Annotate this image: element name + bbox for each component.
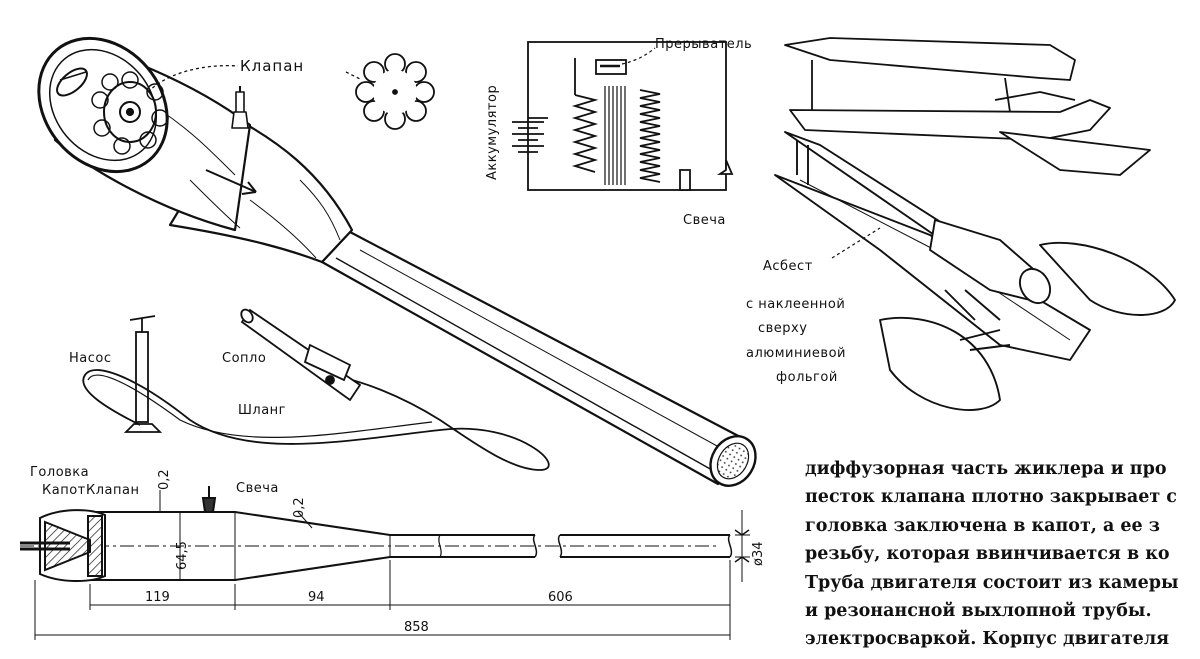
label-valve-drawing: Клапан	[86, 483, 139, 498]
dim-pipe-length: 606	[548, 590, 573, 605]
article-line: и резонансной выхлопной трубы.	[805, 601, 1152, 622]
article-line: головка заключена в капот, а ее з	[805, 515, 1160, 536]
article-text: диффузорная часть жиклера и про песток к…	[805, 455, 1200, 659]
label-valve: Клапан	[240, 57, 304, 75]
svg-text:алюминиевой: алюминиевой	[746, 346, 846, 361]
dim-chamber-length: 119	[145, 590, 170, 605]
svg-text:с наклеенной: с наклеенной	[746, 297, 845, 312]
article-line: диффузорная часть жиклера и про	[805, 459, 1167, 479]
svg-text:сверху: сверху	[758, 321, 807, 336]
hydroplane	[774, 131, 1176, 411]
label-hose: Шланг	[238, 403, 286, 418]
dim-total-length: 858	[404, 620, 429, 635]
engine-side-view	[20, 486, 733, 583]
spark-plug-body	[231, 111, 249, 129]
dim-wall-2: 0,2	[292, 497, 307, 518]
label-spark-plug: Свеча	[683, 213, 726, 228]
label-pump: Насос	[69, 351, 112, 366]
dimension-lines	[34, 490, 750, 640]
engine-cutaway	[37, 36, 757, 487]
label-hood: Капот	[42, 483, 86, 498]
svg-text:Асбест: Асбест	[763, 259, 813, 274]
dim-wall-1: 0,2	[157, 469, 172, 490]
label-spark-plug-drawing: Свеча	[236, 481, 279, 496]
boat-on-stand	[784, 37, 1151, 176]
article-line: песток клапана плотно закрывает с	[805, 487, 1177, 508]
label-nozzle: Сопло	[222, 351, 266, 366]
svg-text:фольгой: фольгой	[776, 370, 838, 385]
dim-diffuser-length: 94	[308, 590, 325, 605]
article-line: Труба двигателя состоит из камеры	[805, 572, 1179, 593]
dim-pipe-diameter: ø34	[751, 542, 766, 567]
label-asbestos: Асбест с наклеенной сверху алюминиевой ф…	[746, 259, 846, 385]
pump-and-hose	[82, 308, 550, 471]
dim-chamber-diameter: 64,5	[175, 541, 190, 570]
ignition-circuit	[512, 41, 734, 191]
valve-petal-icon	[355, 53, 435, 130]
label-head: Головка	[30, 465, 89, 480]
article-line: электросваркой. Корпус двигателя	[805, 629, 1170, 650]
label-battery: Аккумулятор	[485, 85, 500, 180]
label-interrupter: Прерыватель	[655, 37, 752, 52]
article-line: резьбу, которая ввинчивается в ко	[805, 544, 1170, 565]
tail-pipe	[320, 230, 748, 486]
